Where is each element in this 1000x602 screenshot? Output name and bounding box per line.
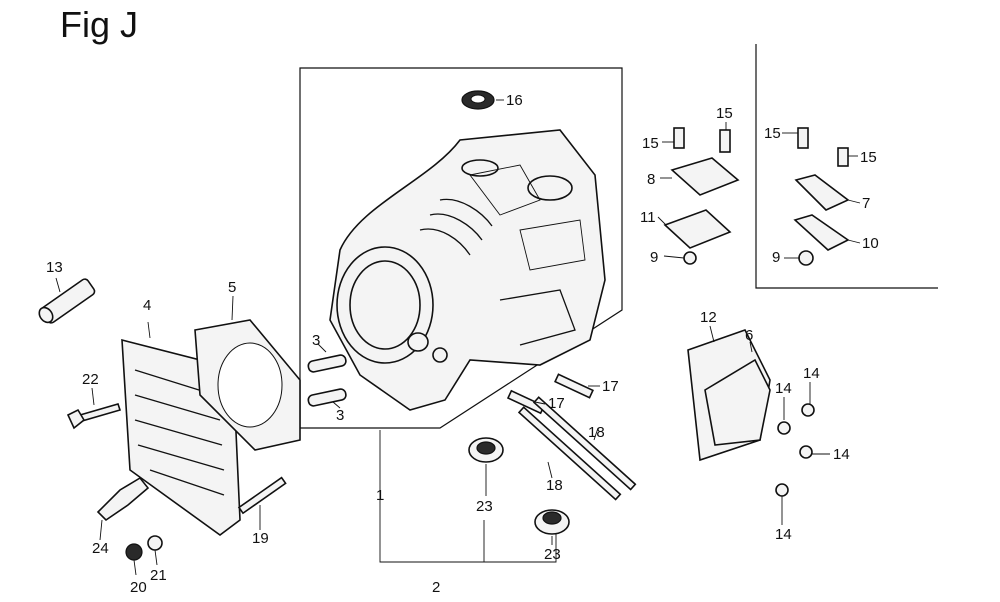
washer xyxy=(147,535,163,551)
cover-plate xyxy=(670,157,740,196)
breather-cover xyxy=(704,358,771,446)
callout-13: 13 xyxy=(46,259,63,276)
callout-12: 12 xyxy=(700,309,717,326)
cylinder-block xyxy=(329,129,606,411)
stud xyxy=(237,476,287,515)
dowel-pins xyxy=(307,354,347,407)
bolts xyxy=(673,127,849,167)
nut xyxy=(125,543,143,561)
bearing-upper xyxy=(468,437,504,463)
callout-24: 24 xyxy=(92,540,109,557)
head-bolt xyxy=(66,403,122,430)
callout-17-a: 17 xyxy=(602,378,619,395)
callout-19: 19 xyxy=(252,530,269,547)
callout-23-b: 23 xyxy=(544,546,561,563)
plug xyxy=(683,251,697,265)
callout-14-b: 14 xyxy=(803,365,820,382)
callout-16: 16 xyxy=(506,92,523,109)
spark-plug xyxy=(96,476,150,522)
callout-1: 1 xyxy=(376,487,384,504)
callout-labels: 1 2 3 3 4 5 6 7 8 9 9 10 11 12 13 14 14 … xyxy=(46,92,879,596)
callout-7: 7 xyxy=(862,195,870,212)
breather-bolts xyxy=(775,403,815,497)
callout-15-b: 15 xyxy=(716,105,733,122)
callout-15-d: 15 xyxy=(860,149,877,166)
callout-22: 22 xyxy=(82,371,99,388)
callout-10: 10 xyxy=(862,235,879,252)
studs xyxy=(506,373,594,415)
callout-14-d: 14 xyxy=(775,526,792,543)
callout-21: 21 xyxy=(150,567,167,584)
inset-cover-plate xyxy=(794,174,850,211)
callout-14-a: 14 xyxy=(775,380,792,397)
callout-17-b: 17 xyxy=(548,395,565,412)
bracket-1 xyxy=(379,430,557,563)
inset-plug xyxy=(798,250,814,266)
callout-20: 20 xyxy=(130,579,147,596)
bearing-lower xyxy=(534,509,570,535)
cylinder-block-frame xyxy=(299,67,623,429)
callout-8: 8 xyxy=(647,171,655,188)
callout-18-a: 18 xyxy=(588,424,605,441)
plate-gasket xyxy=(663,209,732,249)
callout-18-b: 18 xyxy=(546,477,563,494)
oil-seal xyxy=(461,90,495,110)
inset-plate-gasket xyxy=(793,214,850,251)
callout-23-a: 23 xyxy=(476,498,493,515)
callout-15-c: 15 xyxy=(764,125,781,142)
callout-2: 2 xyxy=(432,579,440,596)
callout-4: 4 xyxy=(143,297,151,314)
leader-lines xyxy=(55,99,861,576)
callout-6: 6 xyxy=(745,327,753,344)
callout-14-c: 14 xyxy=(833,446,850,463)
callout-11: 11 xyxy=(640,209,656,226)
callout-9-right: 9 xyxy=(772,249,780,266)
long-studs xyxy=(517,396,637,501)
callout-3-lower: 3 xyxy=(336,407,344,424)
head-gasket xyxy=(194,319,301,451)
callout-5: 5 xyxy=(228,279,236,296)
inset-group-frame xyxy=(755,44,938,289)
callout-3-upper: 3 xyxy=(312,332,320,349)
callout-15-a: 15 xyxy=(642,135,659,152)
callout-9-left: 9 xyxy=(650,249,658,266)
push-rod-guide xyxy=(38,278,96,324)
figure-title: Fig J xyxy=(60,4,139,45)
